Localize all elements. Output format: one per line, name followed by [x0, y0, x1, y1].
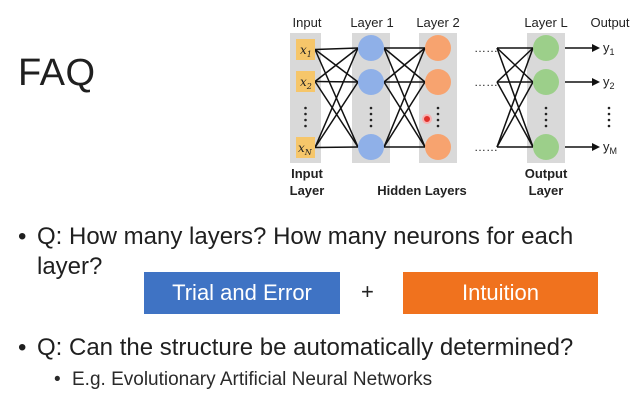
question-2-text: Q: Can the structure be automatically de…	[37, 334, 574, 361]
connection-edge	[383, 81, 426, 148]
intuition-box: Intuition	[403, 272, 598, 314]
connection-edge	[314, 47, 359, 51]
ellipsis-row-3: ……	[474, 140, 498, 154]
layerL-node-3	[533, 134, 559, 160]
layerL-vertical-dots	[544, 106, 548, 128]
ellipsis-row-1: ……	[474, 41, 498, 55]
connection-edge	[496, 81, 534, 148]
layerL-node-1	[533, 35, 559, 61]
input-layer-label-1: Input	[291, 166, 323, 181]
output-arrows	[565, 44, 600, 151]
label-input: Input	[293, 15, 322, 30]
output-layer-label-1: Output	[525, 166, 568, 181]
trial-and-error-box: Trial and Error	[144, 272, 340, 314]
label-output: Output	[590, 15, 629, 30]
connection-edge	[496, 47, 534, 148]
connection-edge	[314, 48, 359, 83]
connection-edge	[314, 47, 359, 83]
label-layerL: Layer L	[524, 15, 567, 30]
bullet-dot: •	[18, 223, 27, 250]
question-1-line-1: Q: How many layers? How many neurons for…	[37, 223, 574, 250]
laser-pointer-dot	[422, 114, 432, 124]
hidden-layers-label: Hidden Layers	[377, 183, 467, 198]
connection-edge	[314, 81, 359, 148]
connection-edge	[314, 47, 359, 148]
bullet-question-1: • Q: How many layers? How many neurons f…	[18, 222, 628, 284]
input-layer-label-2: Layer	[290, 183, 325, 198]
sub-bullet-dot: •	[54, 369, 61, 390]
connection-edge	[383, 47, 426, 83]
layer2-node-1	[425, 35, 451, 61]
layerL-node-2	[533, 69, 559, 95]
input-x1-label: x1	[300, 43, 312, 59]
connections	[314, 47, 534, 149]
input-xN-box	[296, 137, 315, 158]
layer1-node-3	[358, 134, 384, 160]
input-x1-box	[296, 39, 315, 60]
output-layer-label-2: Layer	[529, 183, 564, 198]
sub-bullet-text: E.g. Evolutionary Artificial Neural Netw…	[72, 369, 433, 390]
bullet-dot: •	[18, 334, 27, 361]
layer1-node-1	[358, 35, 384, 61]
connection-edge	[314, 146, 359, 149]
layer2-vertical-dots	[436, 106, 440, 128]
question-1-line-2: layer?	[37, 253, 103, 280]
network-diagram: Input Layer 1 Layer 2 Layer L Output x1 …	[290, 15, 630, 198]
bullet-question-2: • Q: Can the structure be automatically …	[18, 333, 628, 365]
ellipsis-row-2: ……	[474, 75, 498, 89]
connection-edge	[383, 47, 426, 148]
label-layer1: Layer 1	[350, 15, 393, 30]
input-xN-label: xN	[298, 141, 313, 157]
layer2-node-2	[425, 69, 451, 95]
connection-edge	[314, 80, 359, 83]
output-yM-label: yM	[603, 139, 617, 156]
layer1-vertical-dots	[369, 106, 373, 128]
output-y1-label: y1	[603, 40, 615, 57]
label-layer2: Layer 2	[416, 15, 459, 30]
input-x2-label: x2	[300, 75, 312, 91]
output-y2-label: y2	[603, 74, 615, 91]
input-x2-box	[296, 71, 315, 92]
input-vertical-dots	[304, 106, 307, 128]
slide-title: FAQ	[18, 52, 96, 94]
layer2-node-3	[425, 134, 451, 160]
connection-edge	[496, 47, 534, 83]
output-vertical-dots	[607, 106, 611, 128]
layer1-node-2	[358, 69, 384, 95]
plus-sign: +	[361, 279, 374, 304]
